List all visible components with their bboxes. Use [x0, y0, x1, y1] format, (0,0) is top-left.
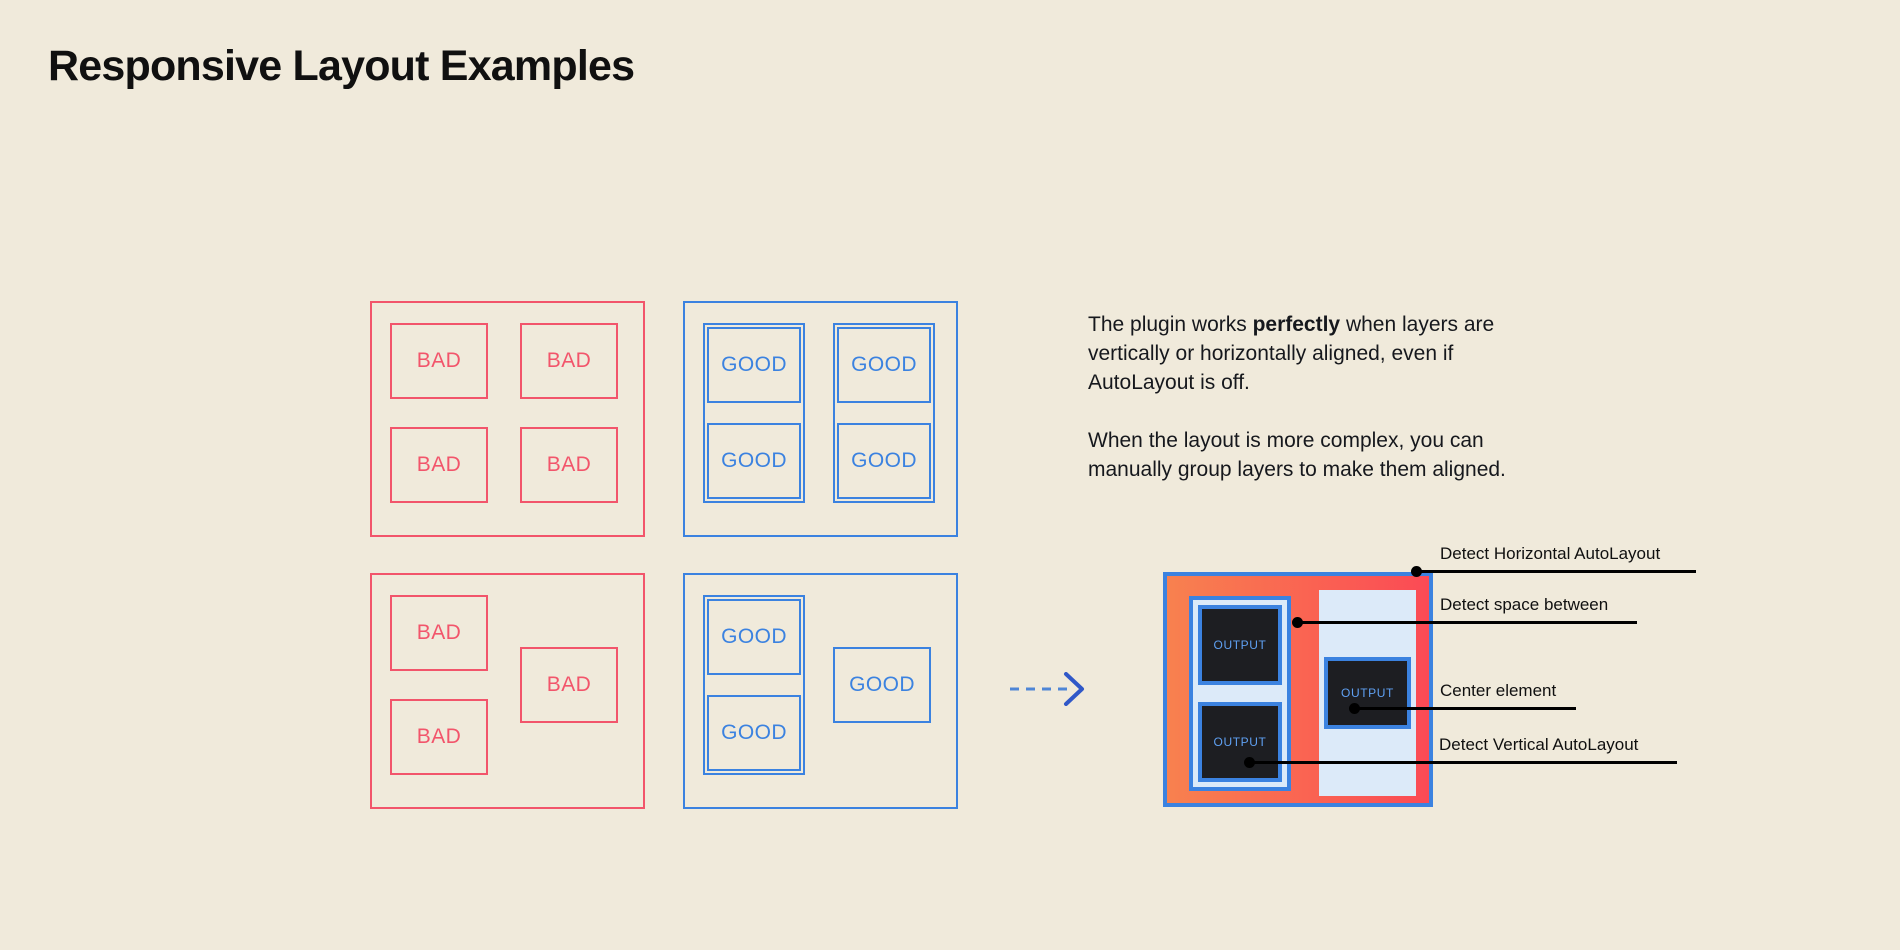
cell-good: GOOD: [707, 327, 801, 403]
annotated-layout-diagram: OUTPUT OUTPUT OUTPUT: [1163, 572, 1433, 807]
output-box: OUTPUT: [1198, 702, 1282, 782]
layer-group: GOOD GOOD: [833, 323, 935, 503]
callout-label: Detect space between: [1440, 595, 1609, 614]
callout-dot: [1292, 617, 1303, 628]
paragraph-1: The plugin works perfectly when layers a…: [1088, 310, 1558, 397]
layer-group: GOOD GOOD: [703, 323, 805, 503]
layer-group: GOOD GOOD: [703, 595, 805, 775]
cell-good: GOOD: [707, 695, 801, 771]
panel-good-free: GOOD GOOD GOOD: [683, 573, 958, 809]
paragraph-1-part-1: The plugin works: [1088, 313, 1253, 336]
callout-label: Detect Horizontal AutoLayout: [1440, 544, 1661, 563]
cell-good: GOOD: [833, 647, 931, 723]
page-title: Responsive Layout Examples: [48, 42, 635, 90]
callout-line: [1354, 707, 1576, 710]
callout-dot: [1411, 566, 1422, 577]
panel-bad-grid: BAD BAD BAD BAD: [370, 301, 645, 537]
cell-bad: BAD: [390, 699, 488, 775]
paragraph-2: When the layout is more complex, you can…: [1088, 429, 1506, 481]
callout-dot: [1244, 757, 1255, 768]
cell-good: GOOD: [837, 327, 931, 403]
cell-good: GOOD: [707, 599, 801, 675]
callout-line: [1249, 761, 1677, 764]
callout-label: Detect Vertical AutoLayout: [1439, 735, 1639, 754]
output-box: OUTPUT: [1324, 657, 1411, 729]
cell-bad: BAD: [520, 323, 618, 399]
callout-label: Center element: [1440, 681, 1557, 700]
output-box: OUTPUT: [1198, 605, 1282, 685]
paragraph-1-part-2: when layers are vertically or horizontal…: [1088, 313, 1495, 394]
arrow-right-dashed-icon: [1010, 672, 1090, 706]
diagram-vertical-group: OUTPUT OUTPUT: [1189, 596, 1291, 791]
cell-bad: BAD: [520, 647, 618, 723]
description-copy: The plugin works perfectly when layers a…: [1088, 310, 1558, 484]
paragraph-1-emphasis: perfectly: [1252, 313, 1341, 336]
callout-dot: [1349, 703, 1360, 714]
cell-bad: BAD: [390, 595, 488, 671]
cell-bad: BAD: [390, 323, 488, 399]
callout-line: [1416, 570, 1696, 573]
cell-bad: BAD: [390, 427, 488, 503]
cell-good: GOOD: [837, 423, 931, 499]
callout-line: [1297, 621, 1637, 624]
cell-bad: BAD: [520, 427, 618, 503]
cell-good: GOOD: [707, 423, 801, 499]
panel-bad-free: BAD BAD BAD: [370, 573, 645, 809]
panel-good-grid: GOOD GOOD GOOD GOOD: [683, 301, 958, 537]
